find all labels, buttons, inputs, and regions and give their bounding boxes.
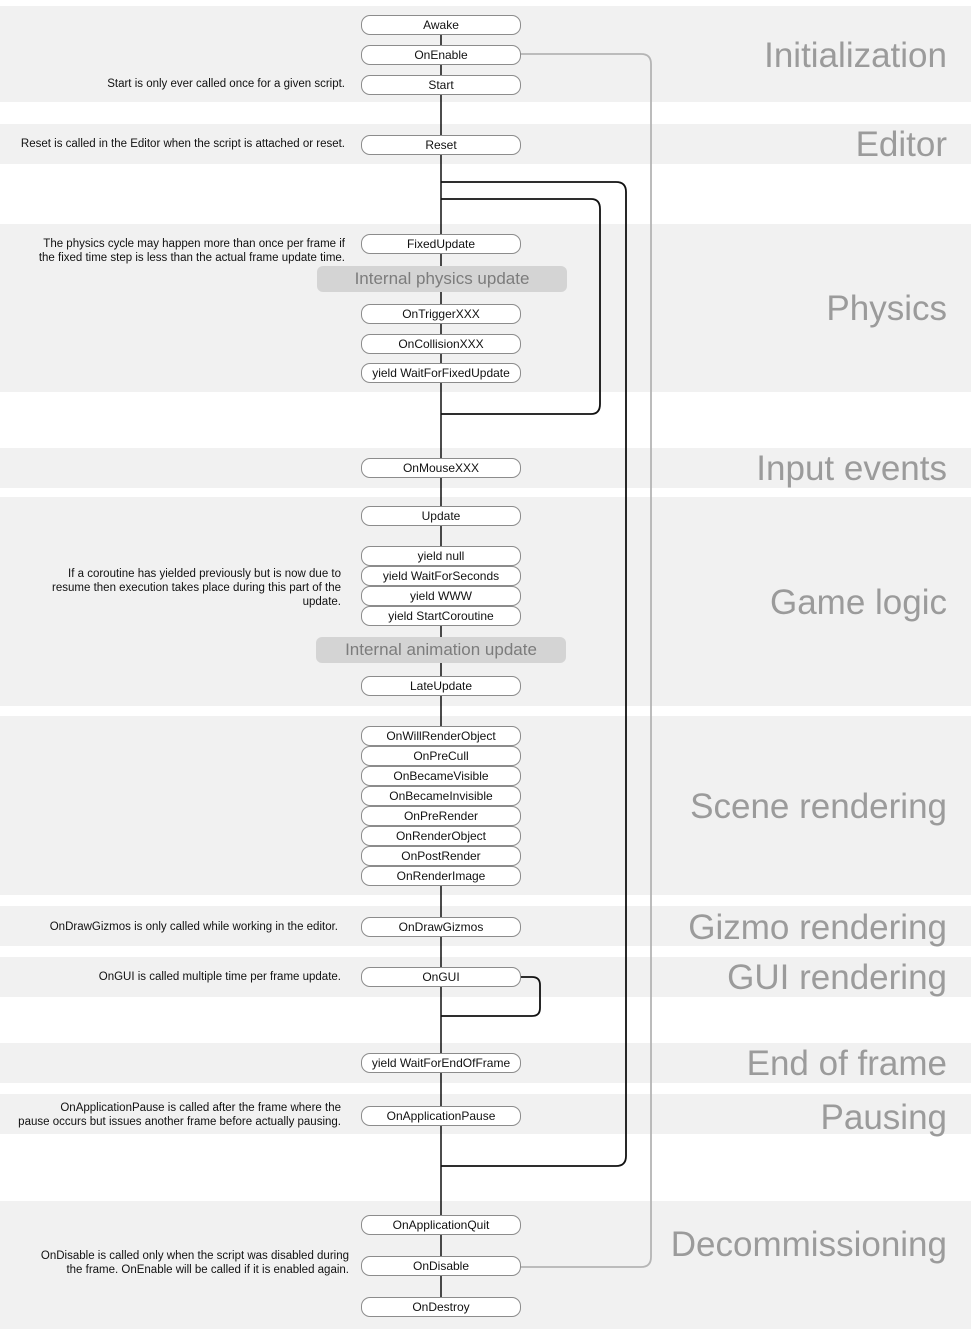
note-pause: OnApplicationPause is called after the f… <box>18 1102 341 1128</box>
node-yield-www: yield WWW <box>361 586 521 606</box>
section-label-gui: GUI rendering <box>727 958 947 997</box>
note-start: Start is only ever called once for a giv… <box>107 78 345 90</box>
note-physics: The physics cycle may happen more than o… <box>38 238 345 264</box>
note-coroutine: If a coroutine has yielded previously bu… <box>52 568 341 608</box>
section-label-gamelogic: Game logic <box>769 583 947 622</box>
node-start: Start <box>361 75 521 95</box>
node-onapplicationpause: OnApplicationPause <box>361 1106 521 1126</box>
internal-physics-update: Internal physics update <box>317 266 567 292</box>
node-onrenderobject: OnRenderObject <box>361 826 521 846</box>
section-label-physics: Physics <box>826 289 947 328</box>
gui-loop <box>441 976 541 1017</box>
section-label-scene: Scene rendering <box>690 787 947 826</box>
node-lateupdate: LateUpdate <box>361 676 521 696</box>
node-awake: Awake <box>361 15 521 35</box>
node-onenable: OnEnable <box>361 45 521 65</box>
node-yield-waitforendofframe: yield WaitForEndOfFrame <box>361 1053 521 1073</box>
section-label-editor: Editor <box>855 125 947 164</box>
node-onprerender: OnPreRender <box>361 806 521 826</box>
node-fixedupdate: FixedUpdate <box>361 234 521 254</box>
node-onapplicationquit: OnApplicationQuit <box>361 1215 521 1235</box>
section-label-gizmo: Gizmo rendering <box>688 908 947 947</box>
node-yield-null: yield null <box>361 546 521 566</box>
node-ondisable: OnDisable <box>361 1256 521 1276</box>
section-label-endframe: End of frame <box>746 1044 947 1083</box>
section-label-decommissioning: Decommissioning <box>670 1225 947 1264</box>
node-ondestroy: OnDestroy <box>361 1297 521 1317</box>
node-onbecameinvisible: OnBecameInvisible <box>361 786 521 806</box>
node-ontriggerxxx: OnTriggerXXX <box>361 304 521 324</box>
node-ongui: OnGUI <box>361 967 521 987</box>
note-reset: Reset is called in the Editor when the s… <box>20 138 345 150</box>
node-update: Update <box>361 506 521 526</box>
note-gui: OnGUI is called multiple time per frame … <box>98 971 341 983</box>
node-onwillrenderobject: OnWillRenderObject <box>361 726 521 746</box>
node-onmousexxx: OnMouseXXX <box>361 458 521 478</box>
note-disable: OnDisable is called only when the script… <box>40 1250 349 1276</box>
node-yield-startcoroutine: yield StartCoroutine <box>361 606 521 626</box>
internal-animation-update: Internal animation update <box>316 637 566 663</box>
enable-disable-connector <box>520 53 652 1268</box>
node-onprecull: OnPreCull <box>361 746 521 766</box>
section-label-pausing: Pausing <box>820 1098 947 1137</box>
note-gizmos: OnDrawGizmos is only called while workin… <box>49 921 338 933</box>
node-yield-waitforseconds: yield WaitForSeconds <box>361 566 521 586</box>
node-onbecamevisible: OnBecameVisible <box>361 766 521 786</box>
node-onrenderimage: OnRenderImage <box>361 866 521 886</box>
node-yield-waitforfixedupdate: yield WaitForFixedUpdate <box>361 363 521 383</box>
node-oncollisionxxx: OnCollisionXXX <box>361 334 521 354</box>
frame-loop <box>441 181 627 1167</box>
node-reset: Reset <box>361 135 521 155</box>
node-ondrawgizmos: OnDrawGizmos <box>361 917 521 937</box>
section-label-input: Input events <box>756 449 947 488</box>
section-label-initialization: Initialization <box>764 36 947 75</box>
physics-loop <box>441 198 601 415</box>
node-onpostrender: OnPostRender <box>361 846 521 866</box>
